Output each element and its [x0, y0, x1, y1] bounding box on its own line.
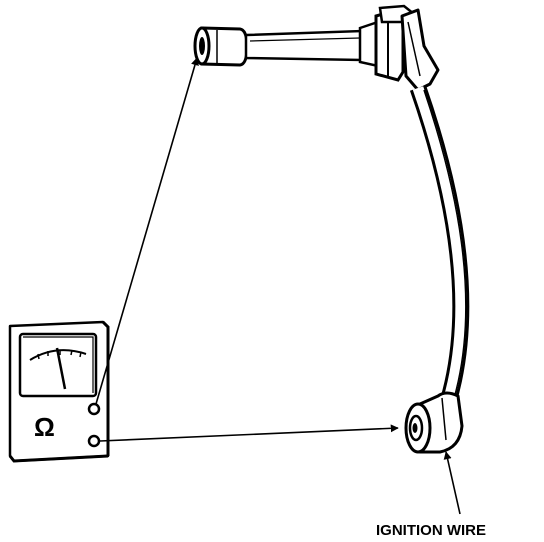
- test-lead-to-wire-bottom: [99, 424, 399, 442]
- meter-terminal-upper: [87, 402, 101, 416]
- ohmmeter-icon: Ω: [8, 320, 110, 463]
- wire-tube-horizontal: [244, 29, 364, 62]
- meter-terminal-lower: [87, 434, 101, 448]
- wire-cable: [409, 85, 470, 405]
- callout-label-ignition-wire: IGNITION WIRE: [376, 522, 486, 539]
- wire-end-boot-bottom: [404, 391, 464, 454]
- meter-needle: [55, 347, 67, 390]
- callout-arrow: [443, 451, 461, 515]
- meter-display: [18, 332, 98, 398]
- test-lead-to-wire-top: [95, 57, 199, 405]
- ignition-wire-icon: [193, 4, 470, 454]
- wire-connector-right: [358, 4, 440, 92]
- wire-end-cap-left: [193, 26, 249, 67]
- ohm-symbol: Ω: [34, 412, 55, 442]
